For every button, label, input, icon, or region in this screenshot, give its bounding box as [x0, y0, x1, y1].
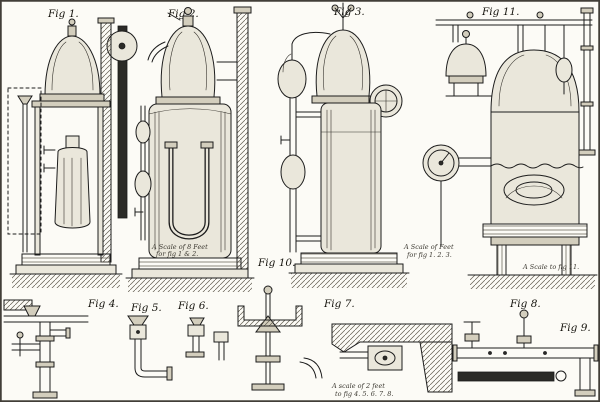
glass-bulb-tube	[555, 24, 573, 95]
scale-caption-fig3-line1: A Scale of Feet	[403, 243, 454, 251]
onion-dome-vessel	[147, 7, 221, 105]
figure-5: Fig 5.	[127, 302, 173, 381]
dome-vessel	[39, 18, 105, 102]
figure-4: Fig 4.	[3, 298, 119, 399]
figure-6: Fig 6.	[177, 285, 303, 391]
safety-valve	[182, 15, 194, 27]
scale-caption-bottom-line2: to fig 4. 5. 6. 7. 8.	[335, 390, 393, 398]
funnel	[23, 305, 41, 317]
figure-8: Fig 8. Fig 9.	[452, 298, 599, 397]
large-boiler	[490, 49, 584, 225]
tall-right-pipe	[578, 7, 596, 156]
scale-caption-fig2-line1: A Scale of 8 Feet	[151, 243, 208, 251]
scale-caption-fig3-line2: for fig 1. 2. 3.	[406, 251, 452, 259]
receiver-bottle	[54, 135, 91, 229]
support-table	[31, 100, 111, 256]
scale-caption-bottom-line1: A scale of 2 feet	[331, 382, 385, 390]
dome-finial	[67, 25, 77, 37]
section-slab-vertical	[419, 341, 453, 393]
side-pipe-column-3	[280, 97, 322, 253]
lower-bar	[457, 371, 555, 382]
figure-8-label: Fig 8.	[509, 298, 541, 310]
figure-4-label: Fig 4.	[87, 298, 119, 310]
spout	[147, 41, 166, 61]
valve-stand-left	[463, 321, 481, 349]
figure-9-label: Fig 9.	[559, 322, 591, 334]
stopcocks	[43, 145, 56, 173]
main-column-3	[320, 102, 382, 254]
u-siphon-pipe	[164, 141, 214, 240]
base-plinth-3	[288, 252, 410, 288]
figure-2: Fig 2.	[125, 6, 255, 292]
section-slab-horizontal	[331, 323, 453, 353]
pear-vessel	[311, 29, 375, 104]
gauge-column-2	[134, 105, 152, 241]
figure-6-label: Fig 6.	[177, 300, 209, 312]
figure-11: Fig 11.	[422, 6, 598, 289]
top-regulator-ornament	[331, 2, 355, 31]
scale-caption-fig2-line2: for fig 1 & 2.	[155, 250, 198, 258]
boiler-stand	[467, 223, 598, 289]
funnel	[127, 315, 149, 326]
base-plinth-2	[125, 257, 255, 292]
figure-11-label: Fig 11.	[481, 6, 519, 18]
figure-5-label: Fig 5.	[130, 302, 162, 314]
internal-coil	[503, 174, 565, 206]
feed-pipe	[17, 95, 33, 253]
figure-1-label: Fig 1.	[47, 8, 79, 20]
dome-flange	[39, 93, 105, 102]
pipe-valve-knob	[536, 11, 544, 19]
figure-3: Fig 3.	[257, 2, 454, 288]
valve-lever	[167, 12, 181, 21]
scale-caption-fig11: A Scale to fig 11.	[522, 263, 579, 271]
egg-vessel	[277, 31, 331, 99]
base-plinth-1	[9, 253, 123, 288]
figure-1: Fig 1.	[7, 8, 138, 288]
valve-stand-middle	[516, 309, 532, 349]
figure-7-label: Fig 7.	[323, 298, 355, 310]
overhead-piping	[435, 11, 593, 57]
dashed-enclosure	[7, 87, 42, 235]
pump-rod-and-pulley	[106, 25, 138, 219]
small-domed-pot	[445, 30, 493, 97]
cone-valve-spindle	[237, 285, 303, 391]
pressure-gauge-11	[422, 144, 492, 247]
basin	[237, 305, 303, 327]
figure-7: Fig 7. A scale of 2 feet to fig 4. 5. 6.…	[299, 298, 453, 398]
pipe-valve-knob	[466, 11, 474, 19]
figure-10-label: Fig 10.	[257, 257, 295, 269]
water-line	[490, 163, 584, 169]
elbow-pipe	[299, 361, 317, 379]
down-elbow-right	[574, 357, 596, 397]
